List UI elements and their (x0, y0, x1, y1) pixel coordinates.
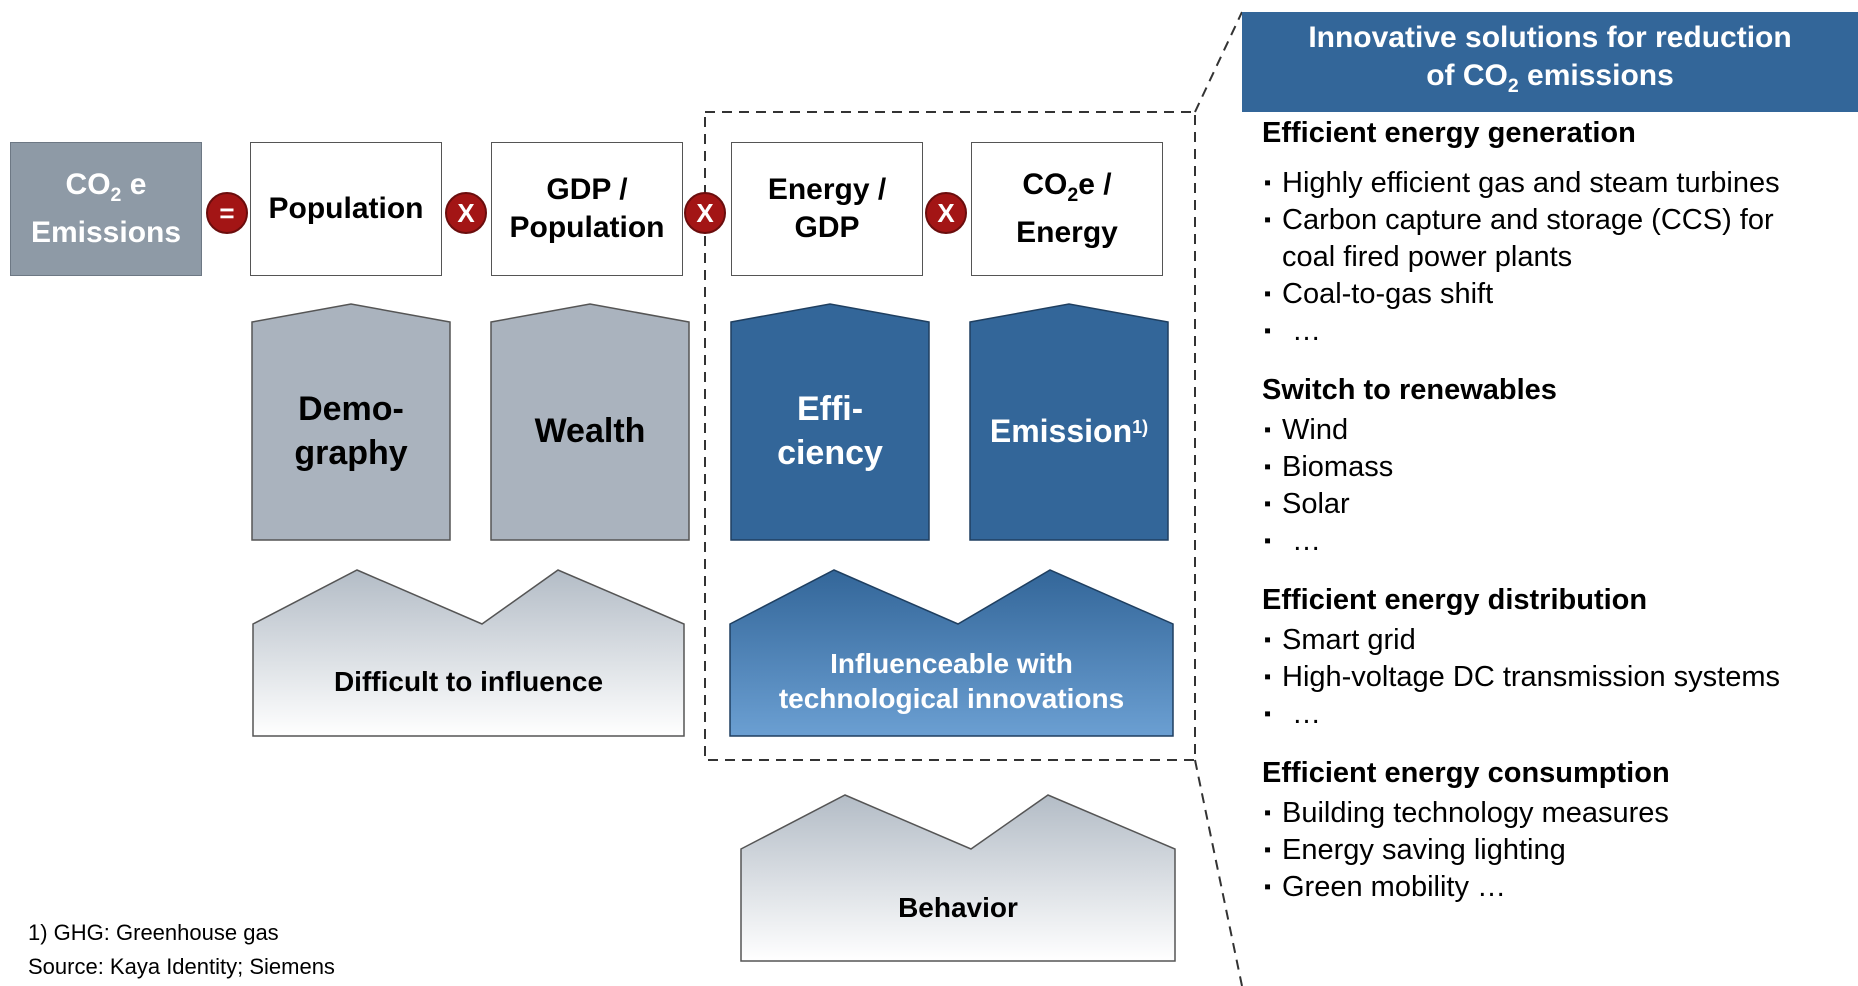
gdp-per-population-box: GDP / Population (491, 142, 683, 276)
co2e-label: CO2 e (65, 168, 147, 206)
bullet-icon: ▪ (1264, 703, 1272, 725)
list-item: ▪Wind (1262, 412, 1852, 449)
group-shape-behavior (740, 794, 1176, 962)
callout-line-bottom (1194, 759, 1243, 986)
section-title: Efficient energy consumption (1262, 757, 1670, 789)
list-item: ▪… (1262, 313, 1852, 350)
group-behavior-label: Behavior (898, 892, 1018, 923)
energy-per-gdp-box: Energy / GDP (731, 142, 923, 276)
section-title: Efficient energy generation (1262, 117, 1636, 149)
bullet-icon: ▪ (1264, 666, 1272, 688)
driver-shape-emission (969, 303, 1169, 541)
list-item: ▪Solar (1262, 486, 1852, 523)
footnote: 1) GHG: Greenhouse gas (28, 920, 279, 945)
list-item: ▪High-voltage DC transmission systems (1262, 659, 1852, 696)
driver-shape-efficiency (730, 303, 930, 541)
population-box: Population (250, 142, 442, 276)
group-influenceable-label: Influenceable with technological innovat… (778, 648, 1125, 714)
co2e-emissions-box: CO2 e Emissions (10, 142, 202, 276)
bullet-icon: ▪ (1264, 419, 1272, 441)
driver-demography-label: Demo- graphy (294, 390, 408, 472)
list-item: ▪… (1262, 696, 1852, 733)
driver-shape-wealth (490, 303, 690, 541)
section-renewables: Switch to renewables ▪Wind ▪Biomass ▪Sol… (1262, 372, 1852, 560)
list-item: ▪Highly efficient gas and steam turbines (1262, 165, 1852, 202)
section-consumption: Efficient energy consumption ▪Building t… (1262, 755, 1852, 906)
dashed-frame (704, 111, 1196, 761)
solutions-panel-title: Innovative solutions for reduction of CO… (1242, 12, 1858, 112)
driver-shape-demography (251, 303, 451, 541)
emissions-label: Emissions (30, 216, 182, 249)
list-item: ▪Biomass (1262, 449, 1852, 486)
group-shape-difficult (252, 569, 685, 737)
section-distribution: Efficient energy distribution ▪Smart gri… (1262, 582, 1852, 733)
bullet-icon: ▪ (1264, 530, 1272, 552)
list-item: ▪… (1262, 523, 1852, 560)
section-title: Efficient energy distribution (1262, 584, 1648, 616)
driver-efficiency-label: Effi- ciency (777, 390, 883, 472)
list-item: ▪Green mobility … (1262, 869, 1852, 906)
list-item: ▪Building technology measures (1262, 795, 1852, 832)
bullet-icon: ▪ (1264, 802, 1272, 824)
group-shape-influenceable (729, 569, 1174, 737)
list-item: ▪Energy saving lighting (1262, 832, 1852, 869)
driver-wealth-label: Wealth (534, 411, 646, 450)
list-item: ▪Carbon capture and storage (CCS) for (1262, 202, 1852, 239)
list-item: ▪Coal-to-gas shift (1262, 276, 1852, 313)
bullet-icon: ▪ (1264, 839, 1272, 861)
section-title: Switch to renewables (1262, 374, 1557, 406)
bullet-icon: ▪ (1264, 456, 1272, 478)
solutions-panel: Efficient energy generation ▪Highly effi… (1262, 110, 1852, 928)
multiply-operator-1: X (445, 192, 487, 234)
bullet-icon: ▪ (1264, 320, 1272, 342)
callout-line-top (1194, 11, 1243, 113)
equals-operator: = (206, 192, 248, 234)
multiply-operator-2: X (684, 192, 726, 234)
bullet-icon: ▪ (1264, 283, 1272, 305)
bullet-icon: ▪ (1264, 209, 1272, 231)
group-difficult-label: Difficult to influence (333, 666, 604, 697)
bullet-icon: ▪ (1264, 876, 1272, 898)
source-note: Source: Kaya Identity; Siemens (28, 954, 335, 979)
list-item: ▪Smart grid (1262, 622, 1852, 659)
list-item-continuation: coal fired power plants (1282, 241, 1573, 273)
bullet-icon: ▪ (1264, 172, 1272, 194)
section-efficient-generation: Efficient energy generation ▪Highly effi… (1262, 115, 1852, 350)
co2e-per-energy-box: CO2e / Energy (971, 142, 1163, 276)
bullet-icon: ▪ (1264, 629, 1272, 651)
multiply-operator-3: X (925, 192, 967, 234)
bullet-icon: ▪ (1264, 493, 1272, 515)
